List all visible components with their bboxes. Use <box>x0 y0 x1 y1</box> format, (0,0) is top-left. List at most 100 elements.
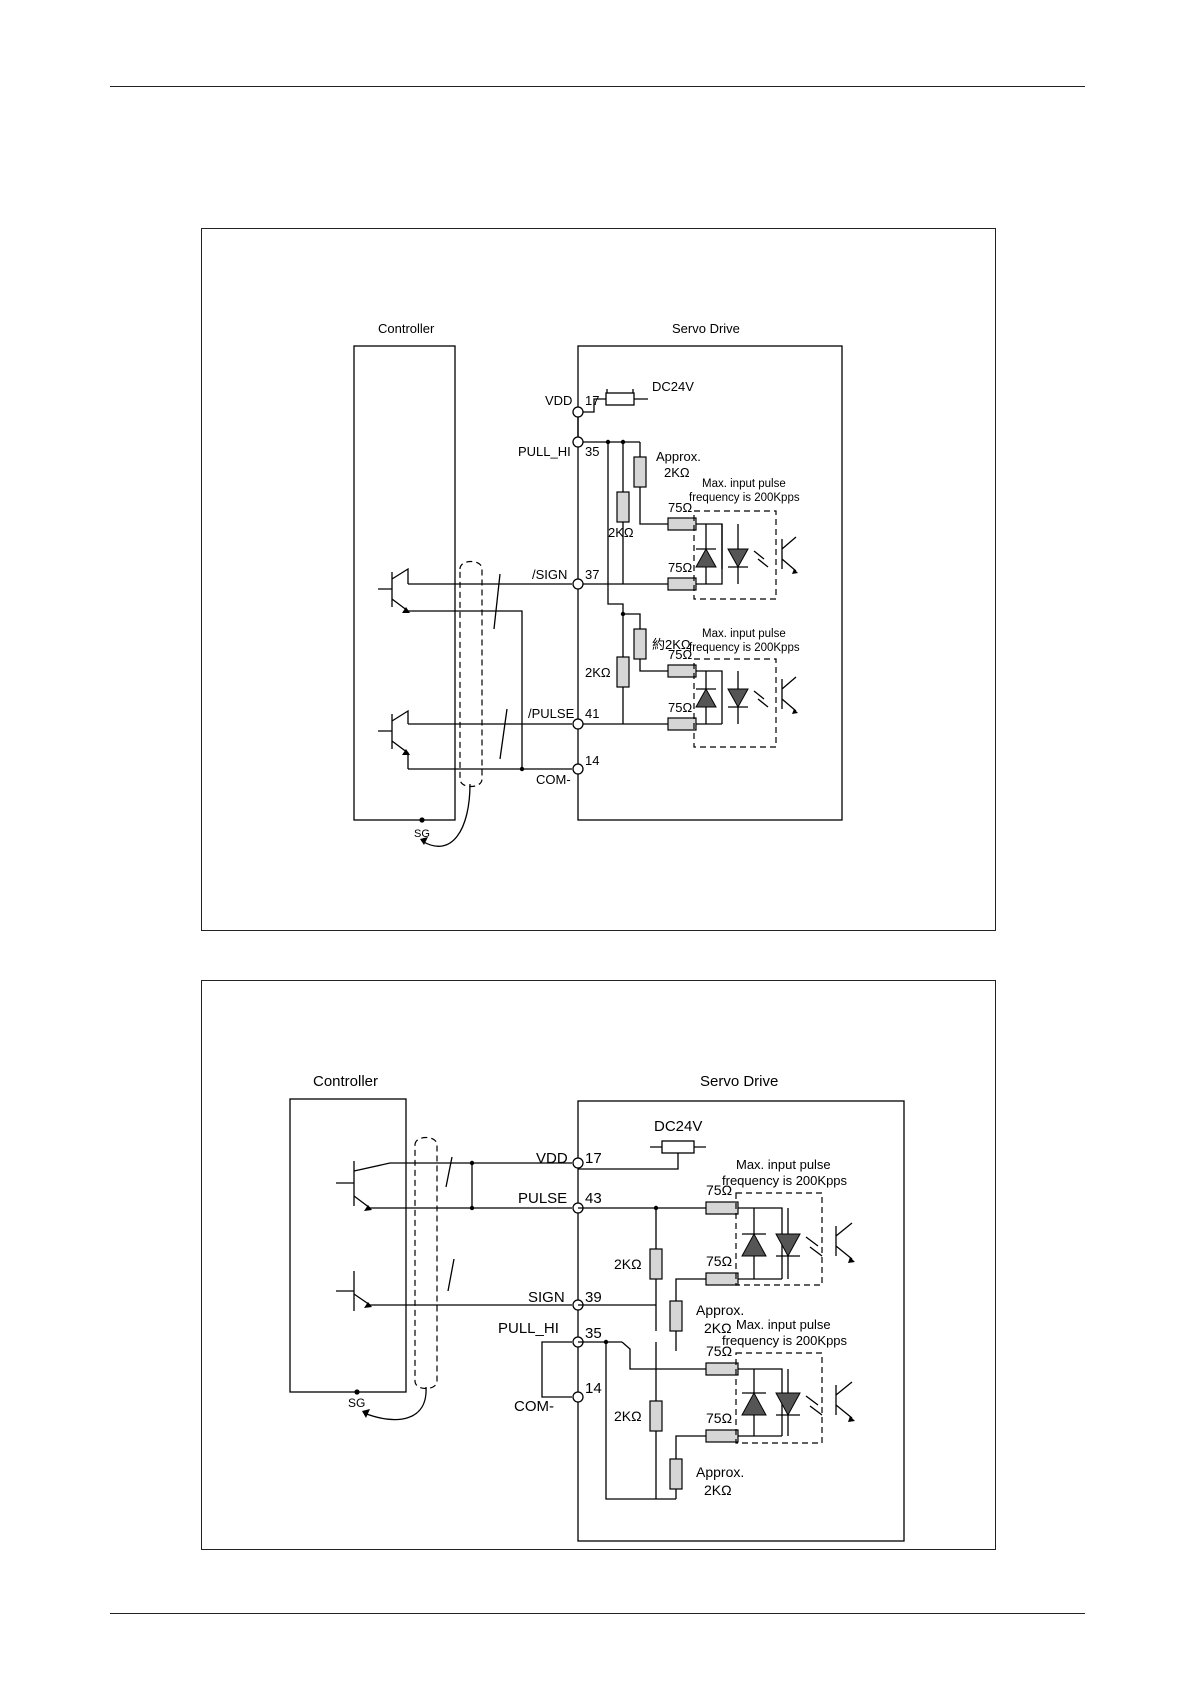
pin-17: 17 <box>585 1150 602 1167</box>
controller-box <box>289 1098 407 1393</box>
resistor-75-b1 <box>667 664 697 678</box>
resistor-75-pulse <box>705 1201 739 1215</box>
dc24v-label: DC24V <box>652 379 694 394</box>
r75-label-a1: 75Ω <box>668 500 692 515</box>
approx-value-b: 2KΩ <box>704 1482 732 1498</box>
led-b-icon <box>775 1392 801 1417</box>
approx-label-b: Approx. <box>696 1464 744 1480</box>
wiring-diagram-2-svg: Controller Servo Drive DC24V VDD 17 PULS… <box>289 1073 905 1542</box>
wiring-diagram-2: Controller Servo Drive DC24V VDD 17 PULS… <box>201 980 996 1550</box>
wiring-diagram-1: Controller Servo Drive DC24V VDD 17 PULL… <box>201 228 996 931</box>
resistor-75-a1 <box>667 517 697 531</box>
ground-wire <box>363 1386 427 1421</box>
pin-43: 43 <box>585 1190 602 1207</box>
note-a-line1: Max. input pulse <box>702 478 786 490</box>
note-b-line1: Max. input pulse <box>736 1317 831 1332</box>
signal-label-pulse: PULSE <box>518 1190 567 1207</box>
controller-label: Controller <box>378 321 435 336</box>
pin-35: 35 <box>585 1325 602 1342</box>
dc24v-supply-icon <box>605 392 635 406</box>
diode-b-icon <box>695 687 717 708</box>
servo-drive-label: Servo Drive <box>672 321 740 336</box>
pin-39: 39 <box>585 1289 602 1306</box>
controller-label: Controller <box>313 1073 378 1090</box>
servo-drive-box <box>577 1100 905 1542</box>
note-b-line2: frequency is 200Kpps <box>722 1333 848 1348</box>
pin-14: 14 <box>585 1380 602 1397</box>
pin-35: 35 <box>585 444 599 459</box>
signal-label-vdd: VDD <box>536 1150 568 1167</box>
optocoupler-b-box <box>735 1352 823 1444</box>
r75-label-pulse: 75Ω <box>706 1182 732 1198</box>
r75-label-b1: 75Ω <box>668 647 692 662</box>
shielded-cable-icon <box>459 560 483 788</box>
led-a-icon <box>775 1233 801 1258</box>
resistor-2k-a <box>649 1248 663 1280</box>
shunt-a-label: 2KΩ <box>614 1256 642 1272</box>
signal-label-com: COM- <box>536 772 571 787</box>
approx-label-a: Approx. <box>656 449 701 464</box>
shunt-b-label: 2KΩ <box>585 665 611 680</box>
resistor-approx-b <box>669 1458 683 1490</box>
servo-drive-box <box>577 345 843 821</box>
signal-label-sign: SIGN <box>528 1289 565 1306</box>
resistor-75-b2 <box>667 717 697 731</box>
servo-drive-label: Servo Drive <box>700 1073 778 1090</box>
diode-a-icon <box>741 1232 767 1257</box>
terminal-17 <box>572 406 584 418</box>
r75-label-a2: 75Ω <box>706 1253 732 1269</box>
wiring-diagram-1-svg: Controller Servo Drive DC24V VDD 17 PULL… <box>353 321 843 847</box>
r75-label-b1: 75Ω <box>706 1343 732 1359</box>
resistor-2k-b <box>616 656 630 688</box>
terminal-14 <box>572 1391 584 1403</box>
pin-17: 17 <box>585 393 599 408</box>
resistor-2k-a <box>616 491 630 523</box>
optocoupler-a-box <box>735 1192 823 1286</box>
note-a-line2: frequency is 200Kpps <box>689 492 800 504</box>
diode-a-icon <box>695 547 717 568</box>
r75-label-b2: 75Ω <box>668 700 692 715</box>
resistor-75-b2 <box>705 1429 739 1443</box>
resistor-75-b1 <box>705 1362 739 1376</box>
note-b-line2: frequency is 200Kpps <box>689 642 800 654</box>
resistor-approx-a <box>669 1300 683 1332</box>
approx-label-a: Approx. <box>696 1302 744 1318</box>
dc24v-supply-icon <box>661 1140 695 1154</box>
signal-label-pull-hi: PULL_HI <box>518 444 571 459</box>
resistor-approx-2k-b <box>633 628 647 660</box>
led-a-icon <box>727 548 749 569</box>
footer-rule <box>110 1613 1085 1614</box>
led-b-icon <box>727 688 749 709</box>
pin-41: 41 <box>585 706 599 721</box>
r75-label-b2: 75Ω <box>706 1410 732 1426</box>
pin-14: 14 <box>585 753 599 768</box>
terminal-14 <box>572 763 584 775</box>
signal-label-vdd: VDD <box>545 393 572 408</box>
note-a-line1: Max. input pulse <box>736 1157 831 1172</box>
ground-label: SG <box>414 828 430 840</box>
signal-label-sign: /SIGN <box>532 567 567 582</box>
resistor-2k-b <box>649 1400 663 1432</box>
signal-label-pull-hi: PULL_HI <box>498 1320 559 1337</box>
signal-label-com: COM- <box>514 1398 554 1415</box>
shunt-a-label: 2KΩ <box>608 525 634 540</box>
terminal-17 <box>572 1157 584 1169</box>
controller-box <box>353 345 456 821</box>
header-rule <box>110 86 1085 87</box>
approx-value-a: 2KΩ <box>664 465 690 480</box>
r75-label-a2: 75Ω <box>668 560 692 575</box>
signal-label-pulse: /PULSE <box>528 706 575 721</box>
resistor-approx-2k-a <box>633 456 647 488</box>
note-b-line1: Max. input pulse <box>702 628 786 640</box>
ground-label: SG <box>348 1396 365 1410</box>
diode-b-icon <box>741 1391 767 1416</box>
approx-value-a: 2KΩ <box>704 1320 732 1336</box>
optocoupler-b-box <box>693 658 777 748</box>
shielded-cable-icon <box>414 1136 438 1390</box>
dc24v-label: DC24V <box>654 1118 702 1135</box>
terminal-37 <box>572 578 584 590</box>
terminal-35 <box>572 436 584 448</box>
shunt-b-label: 2KΩ <box>614 1408 642 1424</box>
note-a-line2: frequency is 200Kpps <box>722 1173 848 1188</box>
resistor-75-a2 <box>667 577 697 591</box>
